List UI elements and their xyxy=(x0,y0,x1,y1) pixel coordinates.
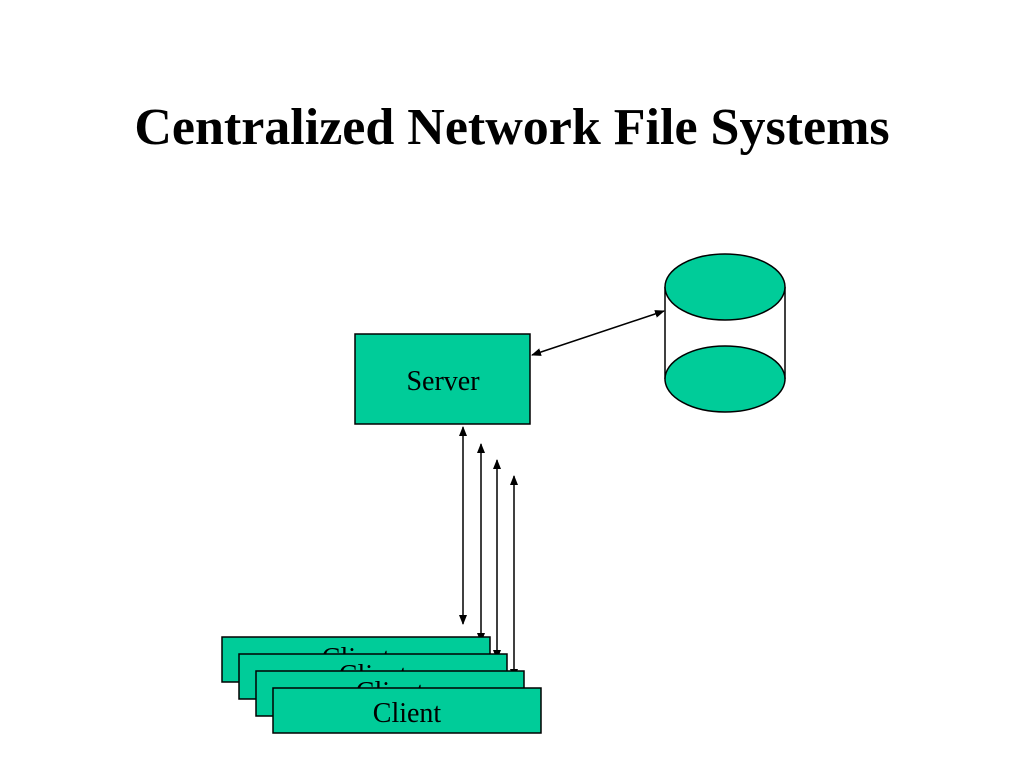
server-label: Server xyxy=(406,366,480,397)
slide-title: Centralized Network File Systems xyxy=(134,99,890,156)
server-disk-link xyxy=(531,310,665,356)
server-box xyxy=(354,333,531,425)
client-node: Client xyxy=(272,687,542,734)
server-node: Server xyxy=(354,333,531,425)
disk-bottom xyxy=(664,345,786,413)
client-box xyxy=(272,687,542,734)
disk-top xyxy=(664,253,786,321)
client-label: Client xyxy=(373,698,442,729)
disk-storage xyxy=(664,253,786,413)
